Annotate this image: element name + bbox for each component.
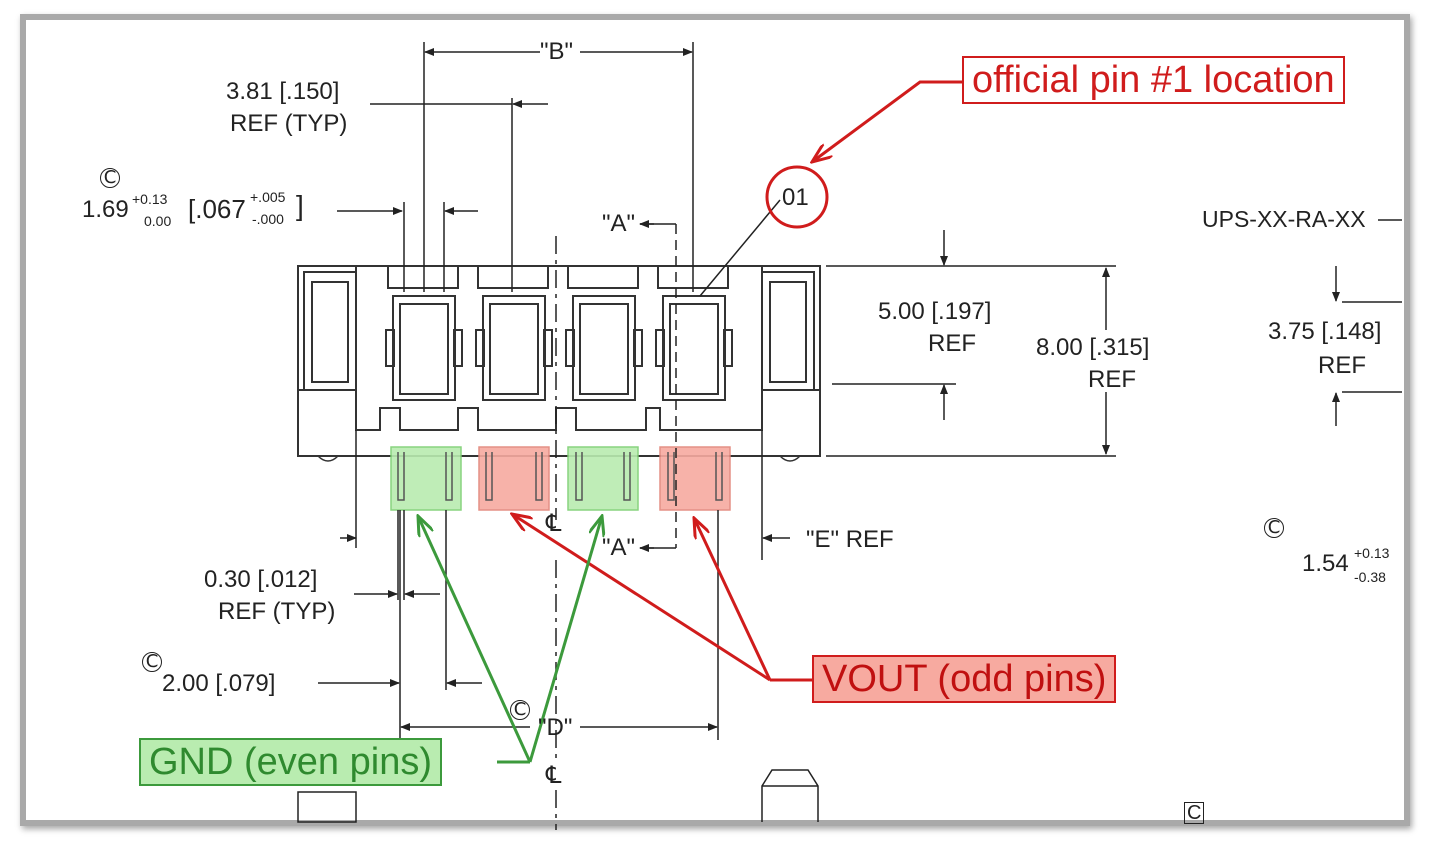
dim-154-tol-minus: -0.38 [1354,569,1386,585]
vout-callout: VOUT (odd pins) [812,655,1117,703]
dimension-lines [297,42,1402,830]
centerline-symbol-top: ℄ [546,510,562,537]
gnd-callout: GND (even pins) [139,738,442,786]
dim-169-tol-plus: +0.13 [132,191,168,207]
centerline-symbol-bottom: ℄ [546,762,562,789]
pin-number-label: 01 [782,184,809,211]
dim-800-value: 8.00 [.315] [1036,334,1150,361]
pin-legs [397,452,723,501]
dim-030-value: 0.30 [.012] [204,566,318,593]
pin1-annotation [765,80,962,229]
dim-381-note: REF (TYP) [230,110,348,137]
dim-154-tol-plus: +0.13 [1354,545,1390,561]
dim-pitch-value: 2.00 [.079] [162,670,276,697]
dim-169-alt-close: ] [296,190,304,221]
drawing-frame [20,14,1410,826]
part-number-label: UPS-XX-RA-XX [1202,206,1366,232]
dim-169-alt-minus: -.000 [252,211,284,227]
vout-arrows [512,514,812,682]
dim-500-value: 5.00 [.197] [878,298,992,325]
c-symbol-right-icon: C [1264,518,1284,538]
contact-windows [385,295,733,401]
dim-a-top-label: "A" [602,210,636,237]
dim-800-note: REF [1088,366,1136,393]
dim-b-label: "B" [540,38,574,65]
dim-154-value: 1.54 [1302,550,1349,577]
c-symbol-pitch-icon: C [142,652,162,672]
dim-169-tol-minus: 0.00 [144,213,172,229]
gnd-arrows [418,516,602,764]
dim-500-note: REF [928,330,976,357]
dim-375-note: REF [1318,352,1366,379]
dim-375-value: 3.75 [.148] [1268,318,1382,345]
dim-169-alt: [.067 [188,194,246,224]
dim-d-label: "D" [538,714,573,741]
connector-body [297,265,821,457]
pin1-callout: official pin #1 location [962,56,1345,104]
dim-e-ref-label: "E" REF [806,526,894,553]
datum-c-box: C [1184,802,1205,824]
dim-169-alt-plus: +.005 [250,189,286,205]
dim-a-bottom-label: "A" [602,534,636,561]
dim-381-value: 3.81 [.150] [226,78,340,105]
c-symbol-d-icon: C [510,700,530,720]
dim-030-note: REF (TYP) [218,598,336,625]
dim-169-value: 1.69 [82,196,129,223]
c-symbol-icon: C [100,168,120,188]
